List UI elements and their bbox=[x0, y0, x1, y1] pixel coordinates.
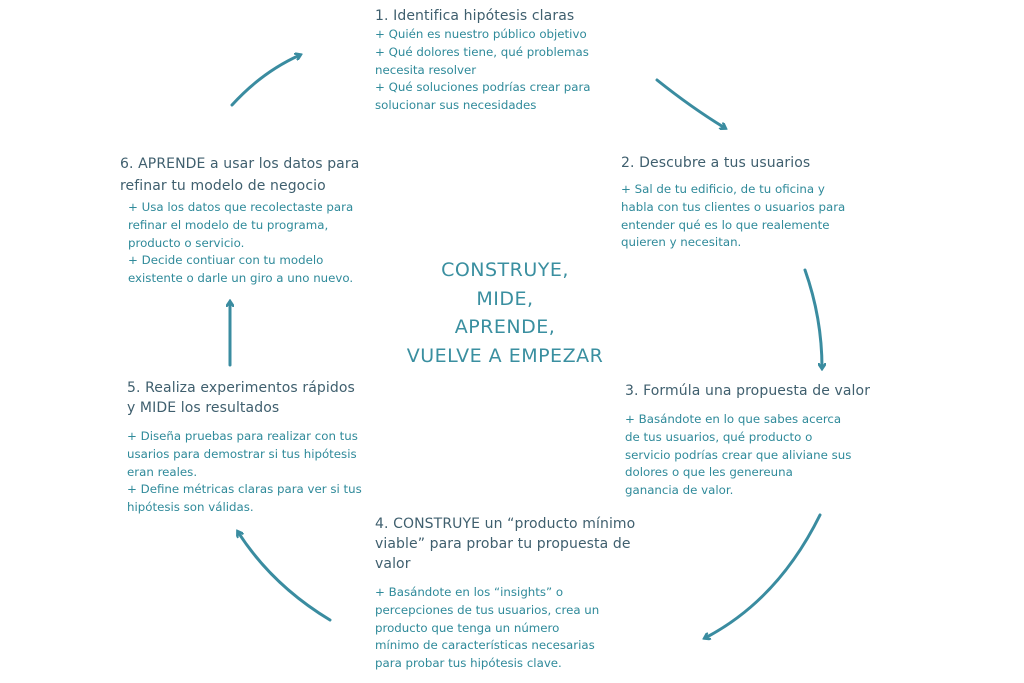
motto-line: MIDE, bbox=[476, 287, 534, 310]
step-body: + Usa los datos que recolectaste para re… bbox=[128, 199, 359, 288]
arrow-1-to-2 bbox=[655, 78, 725, 128]
step-5-measure: 5. Realiza experimentos rápidos y MIDE l… bbox=[127, 378, 362, 517]
body-line: + Basándote en lo que sabes acerca bbox=[625, 412, 842, 426]
body-line: + Quién es nuestro público objetivo bbox=[375, 27, 587, 41]
body-line: entender qué es lo que realemente bbox=[621, 217, 830, 232]
body-line: mínimo de características necesarias bbox=[375, 638, 595, 653]
body-line: producto que tenga un número bbox=[375, 620, 560, 635]
step-6-learn: 6. APRENDE a usar los datos para refinar… bbox=[120, 153, 359, 288]
body-line: solucionar sus necesidades bbox=[375, 98, 537, 113]
heading-line: refinar tu modelo de negocio bbox=[120, 178, 326, 194]
body-line: + Usa los datos que recolectaste para bbox=[128, 200, 354, 214]
body-line: + Sal de tu edificio, de tu oficina y bbox=[621, 182, 825, 196]
body-line: + Qué dolores tiene, qué problemas bbox=[375, 44, 589, 59]
body-line: de tus usuarios, qué producto o bbox=[625, 429, 813, 444]
step-heading: 3. Formúla una propuesta de valor bbox=[625, 381, 870, 401]
body-line: producto o servicio. bbox=[128, 235, 245, 250]
body-line: necesita resolver bbox=[375, 62, 477, 77]
step-body: + Sal de tu edificio, de tu oficina y ha… bbox=[621, 181, 845, 252]
step-heading: 6. APRENDE a usar los datos para refinar… bbox=[120, 153, 359, 197]
motto-line: CONSTRUYE, bbox=[441, 259, 569, 281]
heading-line: 5. Realiza experimentos rápidos bbox=[127, 380, 355, 396]
center-motto: CONSTRUYE, MIDE, APRENDE, VUELVE A EMPEZ… bbox=[360, 256, 650, 370]
heading-line: viable” para probar tu propuesta de bbox=[375, 536, 631, 552]
step-heading: 4. CONSTRUYE un “producto mínimo viable”… bbox=[375, 514, 635, 574]
body-line: hipótesis son válidas. bbox=[127, 500, 254, 515]
body-line: existente o darle un giro a uno nuevo. bbox=[128, 271, 354, 286]
arrow-3-to-4 bbox=[705, 513, 822, 638]
body-line: usarios para demostrar si tus hipótesis bbox=[127, 446, 357, 461]
step-1-identify: 1. Identifica hipótesis claras + Quién e… bbox=[375, 6, 591, 115]
body-line: + Define métricas claras para ver si tus bbox=[127, 482, 362, 497]
heading-line: 4. CONSTRUYE un “producto mínimo bbox=[375, 516, 636, 532]
step-body: + Quién es nuestro público objetivo + Qu… bbox=[375, 26, 591, 115]
step-heading: 2. Descubre a tus usuarios bbox=[621, 153, 845, 173]
body-line: para probar tus hipótesis clave. bbox=[375, 656, 562, 671]
body-line: + Qué soluciones podrías crear para bbox=[375, 80, 591, 95]
arrow-6-to-1 bbox=[230, 55, 300, 107]
step-body: + Basándote en los “insights” o percepci… bbox=[375, 584, 635, 673]
body-line: ganancia de valor. bbox=[625, 483, 734, 498]
body-line: percepciones de tus usuarios, crea un bbox=[375, 602, 600, 617]
step-heading: 1. Identifica hipótesis claras bbox=[375, 6, 591, 26]
body-line: + Basándote en los “insights” o bbox=[375, 585, 564, 599]
body-line: + Decide contiuar con tu modelo bbox=[128, 253, 324, 268]
motto-line: VUELVE A EMPEZAR bbox=[406, 344, 604, 367]
body-line: quieren y necesitan. bbox=[621, 235, 742, 250]
step-body: + Diseña pruebas para realizar con tus u… bbox=[127, 428, 362, 517]
arrow-2-to-3 bbox=[803, 268, 822, 368]
heading-line: valor bbox=[375, 556, 411, 572]
motto-line: APRENDE, bbox=[454, 316, 556, 338]
heading-line: y MIDE los resultados bbox=[127, 400, 280, 416]
body-line: eran reales. bbox=[127, 464, 198, 479]
body-line: servicio podrías crear que aliviane sus bbox=[625, 447, 852, 462]
step-3-value-proposition: 3. Formúla una propuesta de valor + Basá… bbox=[625, 381, 870, 500]
step-heading: 5. Realiza experimentos rápidos y MIDE l… bbox=[127, 378, 362, 418]
heading-line: 6. APRENDE a usar los datos para bbox=[120, 156, 360, 172]
body-line: dolores o que les genereuna bbox=[625, 465, 793, 480]
body-line: habla con tus clientes o usuarios para bbox=[621, 199, 846, 214]
body-line: + Diseña pruebas para realizar con tus bbox=[127, 429, 358, 443]
step-2-discover: 2. Descubre a tus usuarios + Sal de tu e… bbox=[621, 153, 845, 252]
step-body: + Basándote en lo que sabes acerca de tu… bbox=[625, 411, 870, 500]
arrow-4-to-5 bbox=[238, 532, 332, 622]
heading-line: 3. Formúla una propuesta de valor bbox=[625, 383, 871, 399]
heading-line: 1. Identifica hipótesis claras bbox=[375, 8, 575, 24]
step-4-build: 4. CONSTRUYE un “producto mínimo viable”… bbox=[375, 514, 635, 673]
body-line: refinar el modelo de tu programa, bbox=[128, 217, 329, 232]
heading-line: 2. Descubre a tus usuarios bbox=[621, 155, 811, 171]
